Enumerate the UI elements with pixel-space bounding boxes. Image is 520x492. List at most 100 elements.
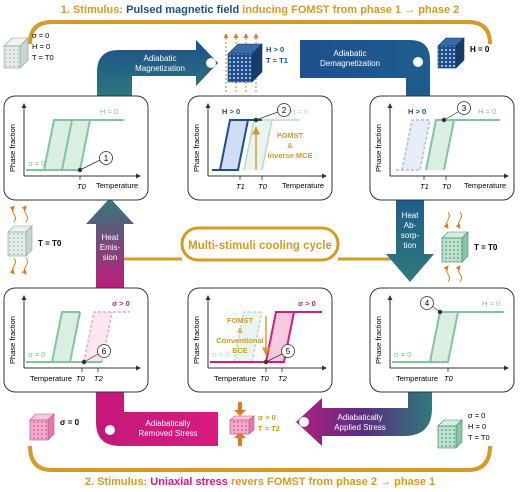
- panel-2-annotation-2: &: [287, 141, 293, 150]
- panel-6-tick-t2: T2: [94, 374, 104, 383]
- heat-emission-arrow: Heat Emis- sion: [86, 198, 134, 290]
- panel-1-x-axis-label: Temperature: [96, 181, 138, 190]
- panel-2-tick-t1: T1: [236, 182, 245, 191]
- applied-stress-label-2: Applied Stress: [334, 423, 386, 432]
- panel-6-curve-label-s0: σ = 0: [28, 350, 45, 359]
- center-label: Multi-stimuli cooling cycle: [188, 240, 332, 252]
- cube-top-left-line-3: T = T0: [32, 53, 54, 62]
- panel-3-curve-label-hpos: H > 0: [408, 107, 426, 116]
- heat-absorption-label-4: tion: [404, 241, 417, 250]
- panel-5-y-axis-label: Phase fraction: [192, 316, 201, 364]
- center-label-box: [180, 226, 340, 262]
- panel-2-annotation-1: FOMST: [277, 131, 304, 140]
- panel-6: Phase fraction Temperature σ > 0 σ = 0 6…: [3, 287, 149, 393]
- cube-mid-left-line-1: T = T0: [38, 239, 62, 248]
- panel-5-curve-label-s0: σ = 0: [212, 350, 229, 359]
- panel-1-step-number: 1: [104, 154, 109, 163]
- process-dot: [413, 57, 423, 67]
- panel-5-annotation-2: &: [237, 326, 243, 335]
- heat-absorption-label-1: Heat: [402, 211, 420, 220]
- cube-bottom-right-line-1: σ = 0: [468, 411, 485, 420]
- panel-4-curve-label-h0: H = 0: [482, 299, 500, 308]
- panel-5-annotation-1: FOMST: [227, 316, 254, 325]
- cube-bottom-center: [229, 402, 255, 446]
- panel-3-tick-t1: T1: [420, 182, 429, 191]
- panel-1: Phase fraction Temperature H = 0 σ = 0 1…: [3, 95, 149, 201]
- heat-emission-label-1: Heat: [102, 233, 120, 242]
- panel-4-curve-label-s0: σ = 0: [394, 350, 411, 359]
- adiabatic-magnetization-arrow: Adiabatic Magnetization: [97, 40, 218, 100]
- panel-3-curve-label-h0: H = 0: [478, 107, 496, 116]
- panel-5-step-number: 5: [286, 347, 291, 356]
- panel-6-curve-label-spos: σ > 0: [112, 299, 130, 308]
- heat-absorption-label-2: Ab-: [404, 221, 417, 230]
- cube-top-left: [3, 37, 29, 69]
- panel-4-step-number: 4: [425, 299, 430, 308]
- panel-2-curve-label-hpos: H > 0: [222, 107, 240, 116]
- heat-absorption-label-3: sorp-: [401, 231, 420, 240]
- panel-4-x-axis-label: Temperature: [396, 374, 438, 383]
- panel-2-curve-label-h0: H = 0: [290, 107, 308, 116]
- panel-1-curve-label-s0: σ = 0: [28, 159, 45, 168]
- cube-top-center-line-2: T = T1: [266, 56, 288, 65]
- panel-4-y-axis-label: Phase fraction: [374, 316, 383, 364]
- removed-stress-label-1: Adiabatically: [146, 419, 191, 428]
- panel-5-x-axis-label: Temperature: [214, 374, 256, 383]
- panel-6-y-axis-label: Phase fraction: [8, 316, 17, 364]
- footer-title: 2. Stimulus: Uniaxial stress revers FOMS…: [85, 476, 435, 488]
- panel-2-x-axis-label: Temperature: [282, 181, 324, 190]
- heat-absorption-arrow: Heat Ab- sorp- tion: [386, 200, 434, 282]
- header-title: 1. Stimulus: Pulsed magnetic field induc…: [61, 4, 460, 16]
- adiabatic-demagnetization-arrow: Adiabatic Demagnetization: [300, 40, 430, 100]
- adiabatic-magnetization-label-1: Adiabatic: [144, 54, 177, 63]
- cube-bottom-center-line-1: σ > 0: [258, 413, 276, 422]
- adiabatically-applied-stress-arrow: Adiabatically Applied Stress: [296, 392, 432, 446]
- panel-5-tick-t0: T0: [260, 374, 270, 383]
- panel-3-tick-t0: T0: [442, 182, 452, 191]
- panel-4-tick-t0: T0: [444, 374, 454, 383]
- cube-top-left-line-2: H = 0: [32, 42, 50, 51]
- panel-3-x-axis-label: Temperature: [464, 181, 506, 190]
- removed-stress-label-2: Removed Stress: [138, 429, 197, 438]
- cube-top-center-line-1: H > 0: [266, 45, 284, 54]
- panel-1-y-axis-label: Phase fraction: [8, 124, 17, 172]
- cube-top-left-line-1: σ = 0: [32, 31, 49, 40]
- cube-top-right-line-1: H = 0: [470, 45, 490, 54]
- cube-bottom-left-line-1: σ = 0: [60, 418, 80, 427]
- panel-3-y-axis-label: Phase fraction: [374, 124, 383, 172]
- panel-5-annotation-3: Conventional: [216, 336, 264, 345]
- cycle-loop: [28, 20, 492, 472]
- process-dot: [105, 425, 115, 435]
- panel-5-annotation-4: ECE: [232, 346, 247, 355]
- panel-2: Phase fraction Temperature H > 0 H = 0 2…: [187, 95, 333, 201]
- panel-1-curve-label-h0: H = 0: [100, 107, 118, 116]
- cube-bottom-right-line-2: H = 0: [468, 422, 486, 431]
- panel-6-step-number: 6: [102, 347, 107, 356]
- cube-bottom-right: [437, 419, 463, 449]
- cube-mid-right: [441, 211, 469, 283]
- process-dot: [299, 417, 309, 427]
- panel-2-step-number: 2: [282, 106, 287, 115]
- adiabatic-demagnetization-label-2: Demagnetization: [320, 59, 380, 68]
- panel-5-curve-label-spos: σ > 0: [298, 299, 316, 308]
- cube-mid-right-line-1: T = T0: [474, 243, 498, 252]
- cube-bottom-left: [29, 413, 55, 441]
- cube-top-center: [223, 33, 263, 92]
- adiabatic-magnetization-label-2: Magnetization: [135, 64, 185, 73]
- adiabatic-demagnetization-label-1: Adiabatic: [334, 49, 367, 58]
- panel-1-tick-t0: T0: [77, 182, 87, 191]
- applied-stress-label-1: Adiabatically: [338, 413, 383, 422]
- panel-6-x-axis-label: Temperature: [30, 374, 72, 383]
- process-dot: [206, 58, 216, 68]
- panel-6-tick-t0: T0: [76, 374, 86, 383]
- panel-2-tick-t0: T0: [258, 182, 268, 191]
- heat-emission-label-3: sion: [103, 253, 118, 262]
- panel-5-tick-t2: T2: [278, 374, 288, 383]
- panel-3-step-number: 3: [462, 104, 467, 113]
- cube-bottom-center-line-2: T = T2: [258, 424, 280, 433]
- panel-4: Phase fraction Temperature H = 0 σ = 0 4…: [369, 287, 515, 393]
- cube-top-right: [437, 37, 465, 69]
- cube-mid-left: [7, 205, 33, 275]
- heat-emission-label-2: Emis-: [100, 243, 121, 252]
